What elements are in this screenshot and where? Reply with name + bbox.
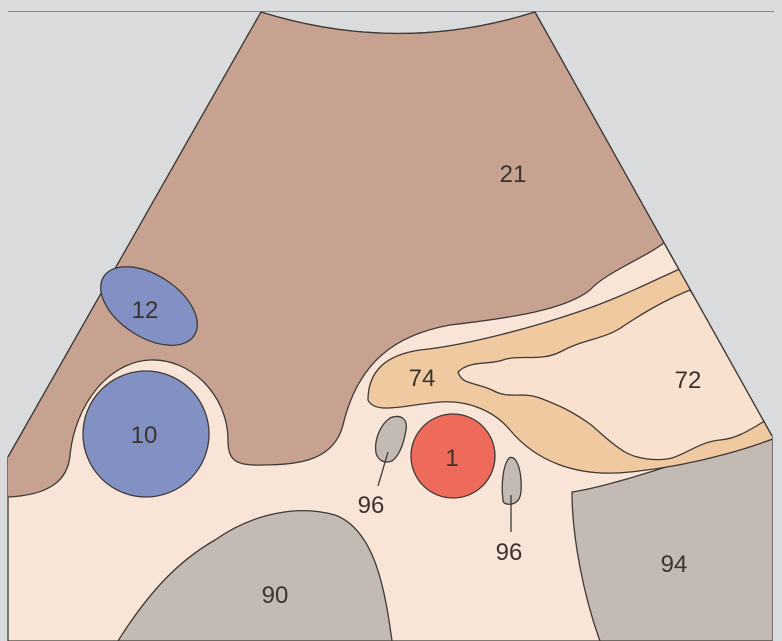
label-12: 12 [132, 297, 159, 324]
label-90: 90 [262, 582, 289, 609]
label-21: 21 [500, 161, 527, 188]
label-74: 74 [409, 365, 436, 392]
node-96-right [502, 457, 521, 504]
label-72: 72 [675, 367, 702, 394]
label-10: 10 [131, 422, 158, 449]
label-1: 1 [445, 445, 458, 472]
label-96-right: 96 [496, 539, 523, 566]
label-96-left: 96 [358, 492, 385, 519]
label-94: 94 [661, 551, 688, 578]
frame-top-line [8, 11, 774, 12]
